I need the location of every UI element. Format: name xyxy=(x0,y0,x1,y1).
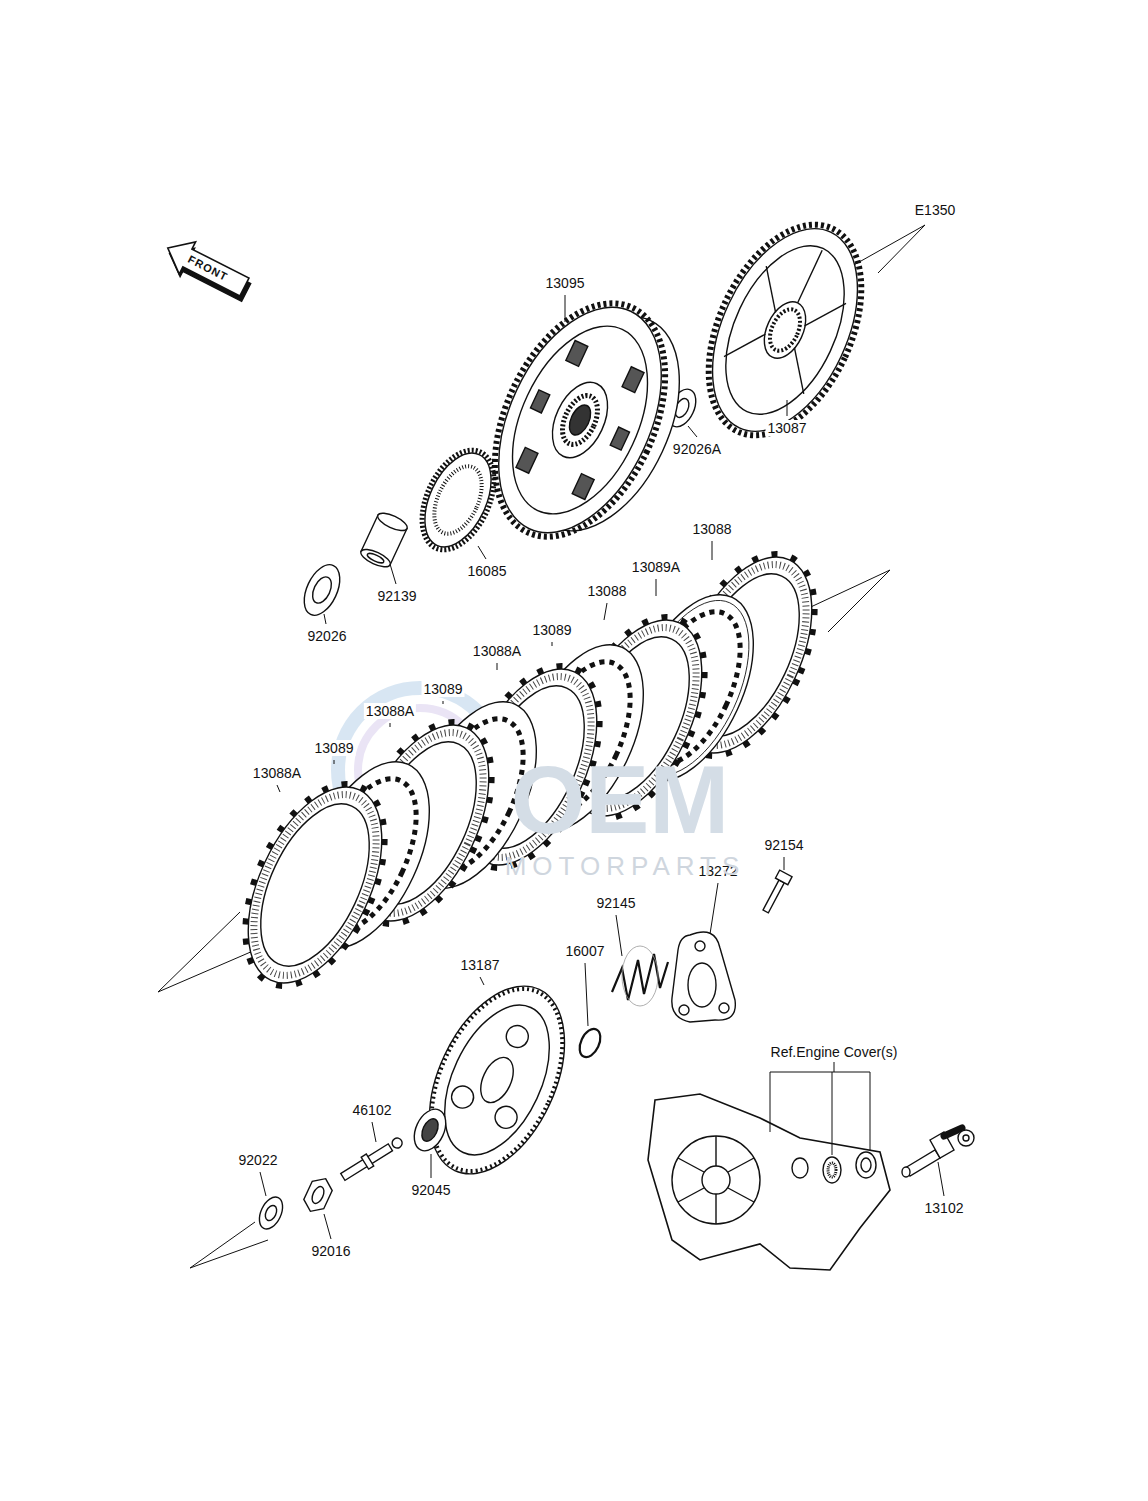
callout-number: 92045 xyxy=(410,1182,453,1198)
reference-bracket xyxy=(770,1062,870,1155)
engine-cover xyxy=(648,1094,890,1270)
callout-number: 16007 xyxy=(564,943,607,959)
pressure-plate xyxy=(402,965,592,1195)
callout-number: 92026 xyxy=(306,628,349,644)
clutch-housing xyxy=(461,276,713,569)
callout-number: 13089 xyxy=(313,740,356,756)
callout-number: 13102 xyxy=(923,1200,966,1216)
callout-number: 13088A xyxy=(471,643,523,659)
callout-number: 13089A xyxy=(630,559,682,575)
callout-number: 13088 xyxy=(586,583,629,599)
gear xyxy=(408,439,509,561)
callout-number: 92016 xyxy=(310,1243,353,1259)
callout-number: 13095 xyxy=(544,275,587,291)
push-rod xyxy=(339,1134,405,1182)
leader-line xyxy=(260,295,944,1239)
callout-number: 13088A xyxy=(251,765,303,781)
callout-number: 13088A xyxy=(364,703,416,719)
callout-number: 13089 xyxy=(422,681,465,697)
washer xyxy=(297,559,347,621)
clutch-part xyxy=(678,201,892,460)
circlip xyxy=(576,1026,605,1061)
spring xyxy=(612,946,668,1006)
callout-number: 92154 xyxy=(763,837,806,853)
nut xyxy=(300,1174,335,1216)
callout-number: 16085 xyxy=(466,563,509,579)
watermark: OEM xyxy=(509,750,732,850)
callout-number: 13187 xyxy=(459,957,502,973)
callout-number: 13087 xyxy=(766,420,809,436)
washer xyxy=(255,1193,287,1232)
front-arrow xyxy=(159,232,256,307)
bearing xyxy=(823,1152,876,1183)
callout-number: 92022 xyxy=(237,1152,280,1168)
callout-number: 46102 xyxy=(351,1102,394,1118)
reference-note: Ref.Engine Cover(s) xyxy=(769,1044,900,1060)
callout-number: 92145 xyxy=(595,895,638,911)
sleeve xyxy=(359,510,410,571)
diagram-code: E1350 xyxy=(913,202,957,218)
release-lever xyxy=(902,1128,974,1177)
callout-number: 13089 xyxy=(531,622,574,638)
watermark: MOTORPARTS xyxy=(503,851,748,881)
spring-plate xyxy=(672,932,736,1022)
bolt xyxy=(759,870,792,915)
friction-plate xyxy=(217,763,413,1008)
bearing xyxy=(408,1104,452,1156)
callout-number: 92139 xyxy=(376,588,419,604)
callout-number: 13088 xyxy=(691,521,734,537)
callout-number: 92026A xyxy=(671,441,723,457)
